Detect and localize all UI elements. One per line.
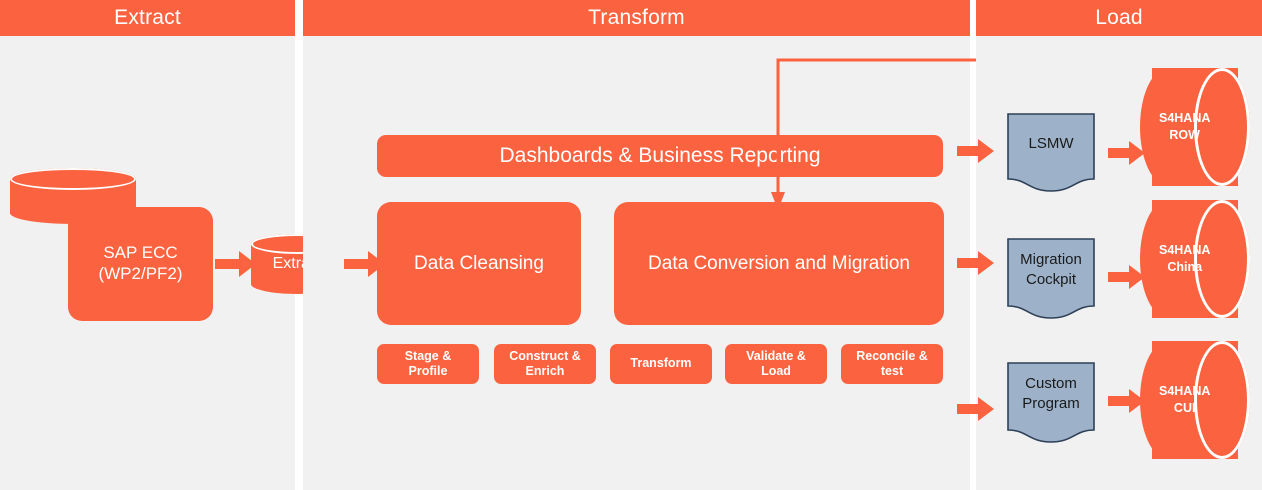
step-chip-reconcile-test[interactable]: Reconcile & test xyxy=(841,344,943,384)
stage-data-cleansing[interactable]: Data Cleansing xyxy=(377,202,581,325)
load-tool-line2: Program xyxy=(1022,394,1080,412)
target-s4hana-cui[interactable]: S4HANA CUI xyxy=(1140,341,1250,459)
target-s4hana-row[interactable]: S4HANA ROW xyxy=(1140,68,1250,186)
target-s4hana-china-label: S4HANA China xyxy=(1144,200,1225,318)
arrow-lsmw-to-s4hana-row-icon xyxy=(1108,140,1146,166)
step-chip-stage-profile[interactable]: Stage & Profile xyxy=(377,344,479,384)
target-line2: CUI xyxy=(1173,401,1196,415)
arrow-ecc-to-extract-icon xyxy=(215,250,257,278)
target-line2: ROW xyxy=(1169,128,1200,142)
source-system-line2: (WP2/PF2) xyxy=(98,264,183,283)
arrow-custom-program-to-s4hana-cui-icon xyxy=(1108,388,1146,414)
phase-header-transform: Transform xyxy=(303,0,970,36)
arrow-migration-cockpit-to-s4hana-china-icon xyxy=(1108,264,1146,290)
phase-header-load: Load xyxy=(976,0,1262,36)
arrow-extract-to-cleansing-icon xyxy=(344,250,386,278)
step-chip-construct-enrich[interactable]: Construct & Enrich xyxy=(494,344,596,384)
step-chip-line1: Validate & xyxy=(746,348,806,363)
step-chip-validate-load[interactable]: Validate & Load xyxy=(725,344,827,384)
target-line2: China xyxy=(1167,260,1203,274)
source-system-line1: SAP ECC xyxy=(103,243,178,263)
arrow-transform-to-lsmw-icon xyxy=(957,138,995,164)
target-line1: S4HANA xyxy=(1158,384,1211,399)
step-chip-line2: Load xyxy=(761,364,791,378)
load-tool-migration-cockpit-label: Migration Cockpit xyxy=(1007,238,1095,302)
step-chip-line2: Enrich xyxy=(525,364,565,378)
load-tool-line1: Custom xyxy=(1025,375,1077,393)
step-chip-transform[interactable]: Transform xyxy=(610,344,712,384)
load-tool-line2: Cockpit xyxy=(1025,270,1077,288)
target-line1: S4HANA xyxy=(1158,243,1211,258)
load-tool-line1: Migration xyxy=(1020,251,1082,269)
step-chip-line2: test xyxy=(880,364,904,378)
step-chip-line1: Reconcile & xyxy=(856,348,928,363)
target-line1: S4HANA xyxy=(1158,111,1211,126)
step-chip-line1: Stage & xyxy=(404,348,452,363)
load-tool-line1: LSMW xyxy=(1028,135,1074,153)
load-tool-migration-cockpit[interactable]: Migration Cockpit xyxy=(1007,238,1095,320)
step-chip-line1: Transform xyxy=(630,356,692,371)
load-tool-lsmw-label: LSMW xyxy=(1007,113,1095,175)
stage-data-conversion-migration[interactable]: Data Conversion and Migration xyxy=(614,202,944,325)
load-tool-custom-program-label: Custom Program xyxy=(1007,362,1095,426)
arrow-transform-to-custom-program-icon xyxy=(957,396,995,422)
load-tool-custom-program[interactable]: Custom Program xyxy=(1007,362,1095,444)
target-s4hana-china[interactable]: S4HANA China xyxy=(1140,200,1250,318)
target-s4hana-cui-label: S4HANA CUI xyxy=(1144,341,1225,459)
step-chip-line2: Profile xyxy=(408,364,448,378)
target-s4hana-row-label: S4HANA ROW xyxy=(1144,68,1225,186)
phase-panel-extract: Extract xyxy=(0,0,295,490)
step-chip-line1: Construct & xyxy=(509,348,581,363)
phase-header-extract: Extract xyxy=(0,0,295,36)
load-tool-lsmw[interactable]: LSMW xyxy=(1007,113,1095,193)
source-system-box[interactable]: SAP ECC (WP2/PF2) xyxy=(68,207,213,321)
arrow-transform-to-migration-cockpit-icon xyxy=(957,250,995,276)
source-data-disc-icon xyxy=(10,168,136,224)
reporting-banner[interactable]: Dashboards & Business Reporting xyxy=(377,135,943,177)
